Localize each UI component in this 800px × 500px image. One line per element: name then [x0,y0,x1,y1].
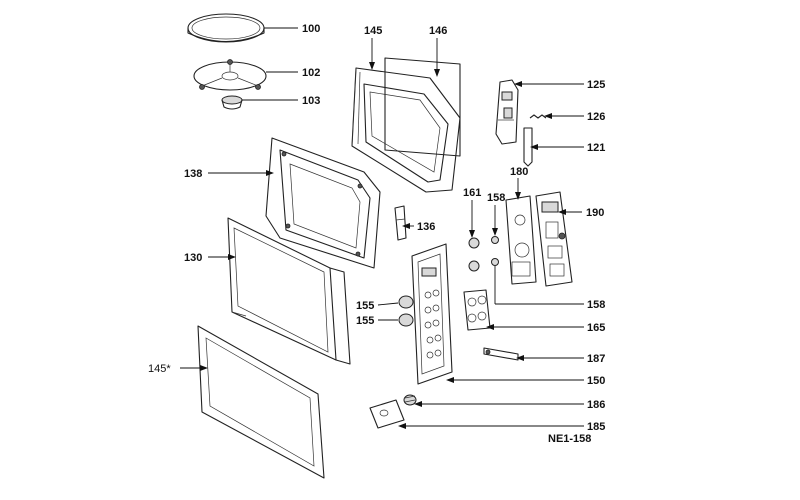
leader-lines [180,27,584,429]
callout-130: 130 [184,252,202,264]
callout-labels: 100 102 103 145 146 125 126 121 138 161 … [148,23,605,445]
callout-155-lower: 155 [356,315,374,327]
callout-155-upper: 155 [356,300,374,312]
callout-126: 126 [587,111,605,123]
control-board-part [535,191,573,287]
door-lever-part [483,347,519,361]
choke-film-part [384,57,461,157]
control-panel-part [411,243,453,385]
control-bracket-part [505,195,537,285]
callout-185: 185 [587,421,605,433]
latch-assembly-part [495,79,519,145]
callout-103: 103 [302,95,320,107]
callout-100: 100 [302,23,320,35]
knob-155-part [398,295,414,327]
door-inner-panel-part [265,137,381,269]
callout-145: 145 [364,25,382,37]
callout-121: 121 [587,142,605,154]
callout-187: 187 [587,353,605,365]
callout-136: 136 [417,221,435,233]
callout-165: 165 [587,322,605,334]
push-button-part [369,399,405,429]
coupler-part [221,95,243,110]
callout-161: 161 [463,187,481,199]
callout-146: 146 [429,25,447,37]
button-158-part [491,236,499,266]
glass-tray-part [187,13,265,43]
callout-158-top: 158 [487,192,505,204]
callout-102: 102 [302,67,320,79]
button-161-part [468,237,480,272]
callout-145-star: 145* [148,363,171,375]
callout-158-bottom: 158 [587,299,605,311]
callout-190: 190 [586,207,604,219]
spring-part [529,114,547,119]
door-outer-frame-part [197,325,325,479]
roller-ring-part [193,59,267,91]
callout-186: 186 [587,399,605,411]
hinge-part [394,205,407,241]
push-spring-part [403,394,417,406]
callout-150: 150 [587,375,605,387]
callout-180: 180 [510,166,528,178]
door-frame-part [351,67,461,193]
diagram-reference-code: NE1-158 [548,433,591,445]
door-outer-glass-part [227,217,351,365]
callout-138: 138 [184,168,202,180]
lever-part [523,127,533,167]
callout-125: 125 [587,79,605,91]
button-holder-part [463,289,491,331]
